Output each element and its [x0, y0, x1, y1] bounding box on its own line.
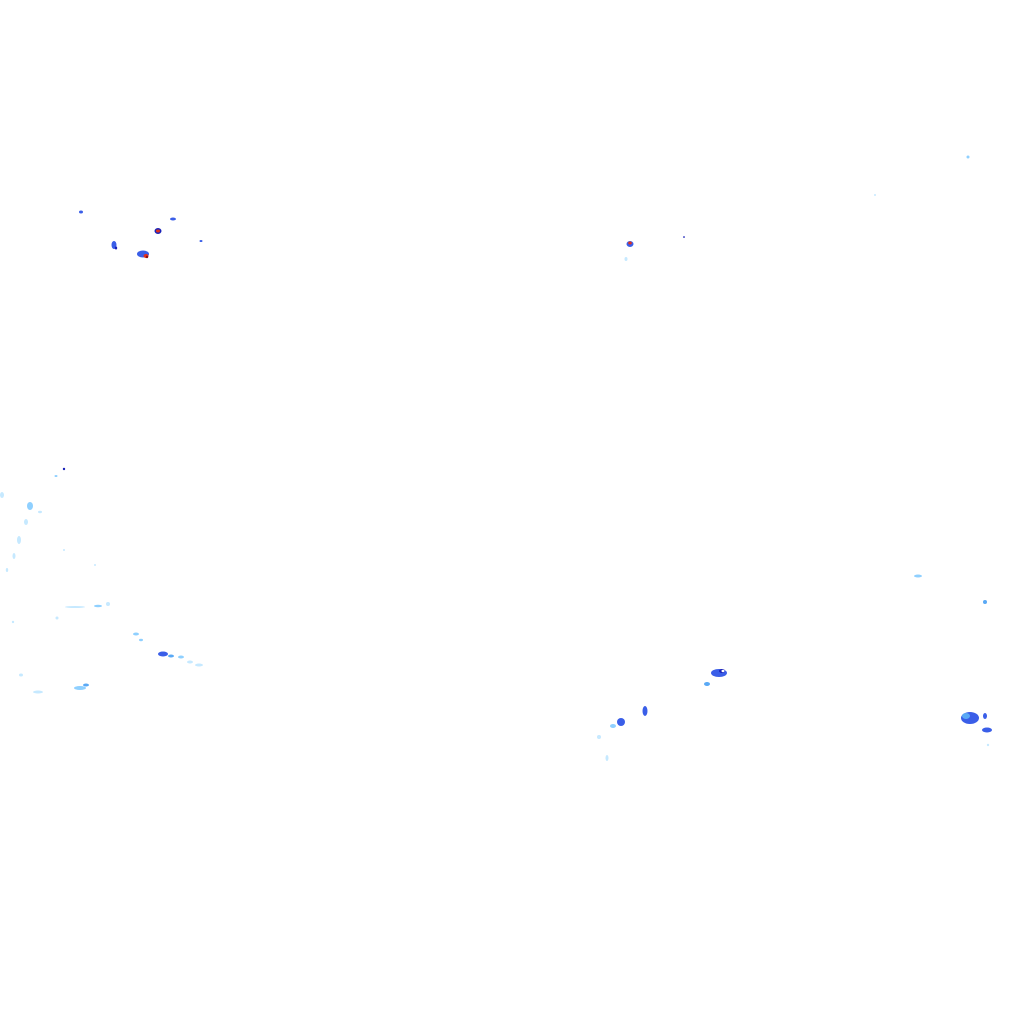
echo-cell: [966, 155, 970, 159]
echo-cell: [983, 600, 987, 604]
precipitation-specks-northeast: [874, 155, 970, 196]
echo-cell: [11, 620, 15, 624]
echo-cell: [114, 246, 118, 250]
precipitation-cluster-northwest: [79, 210, 203, 259]
echo-cell: [158, 651, 168, 657]
echo-cell: [605, 755, 609, 761]
echo-cell: [38, 510, 42, 514]
echo-cell-core: [145, 255, 149, 259]
echo-cell: [874, 194, 876, 196]
echo-cell: [74, 686, 86, 690]
echo-cell: [27, 502, 33, 510]
echo-cell-core: [156, 229, 160, 233]
echo-cell: [642, 706, 648, 716]
echo-cell: [65, 606, 85, 608]
echo-cell-core: [721, 669, 725, 673]
echo-cell: [597, 735, 601, 739]
echo-cell: [983, 713, 987, 719]
echo-cell: [133, 632, 139, 636]
echo-cell: [12, 553, 16, 559]
echo-cell: [63, 549, 65, 551]
echo-cell: [83, 683, 89, 687]
precipitation-cluster-north-central: [624, 236, 685, 261]
echo-cell: [610, 724, 616, 728]
echo-cell: [94, 564, 96, 566]
echo-cell: [55, 616, 59, 620]
echo-cell: [17, 536, 21, 544]
echo-cell: [982, 727, 992, 733]
echo-cell: [139, 638, 143, 642]
precipitation-cluster-southeast: [914, 574, 992, 747]
echo-cell: [624, 257, 628, 261]
echo-cell: [24, 519, 28, 525]
echo-cell: [187, 660, 193, 664]
echo-cell-core: [628, 241, 632, 245]
echo-cell: [168, 654, 174, 658]
echo-cell: [199, 240, 203, 242]
echo-cell: [54, 475, 58, 477]
echo-cell: [106, 602, 110, 606]
echo-cell: [178, 655, 184, 659]
echo-cell: [33, 690, 43, 694]
precipitation-band-south-central: [597, 669, 727, 761]
echo-cell: [704, 682, 710, 686]
echo-cell: [195, 663, 203, 667]
echo-cell: [683, 236, 685, 238]
echo-cell: [94, 604, 102, 608]
echo-cell: [914, 574, 922, 578]
echo-cell: [617, 718, 625, 726]
echo-cell: [986, 743, 990, 747]
echo-cell: [0, 492, 4, 498]
precipitation-band-west: [0, 467, 203, 694]
echo-cell: [5, 568, 9, 572]
echo-cell: [19, 673, 23, 677]
echo-cell: [62, 467, 66, 471]
echo-cell: [79, 210, 83, 214]
echo-cell: [962, 713, 970, 719]
echo-cell: [170, 217, 176, 221]
